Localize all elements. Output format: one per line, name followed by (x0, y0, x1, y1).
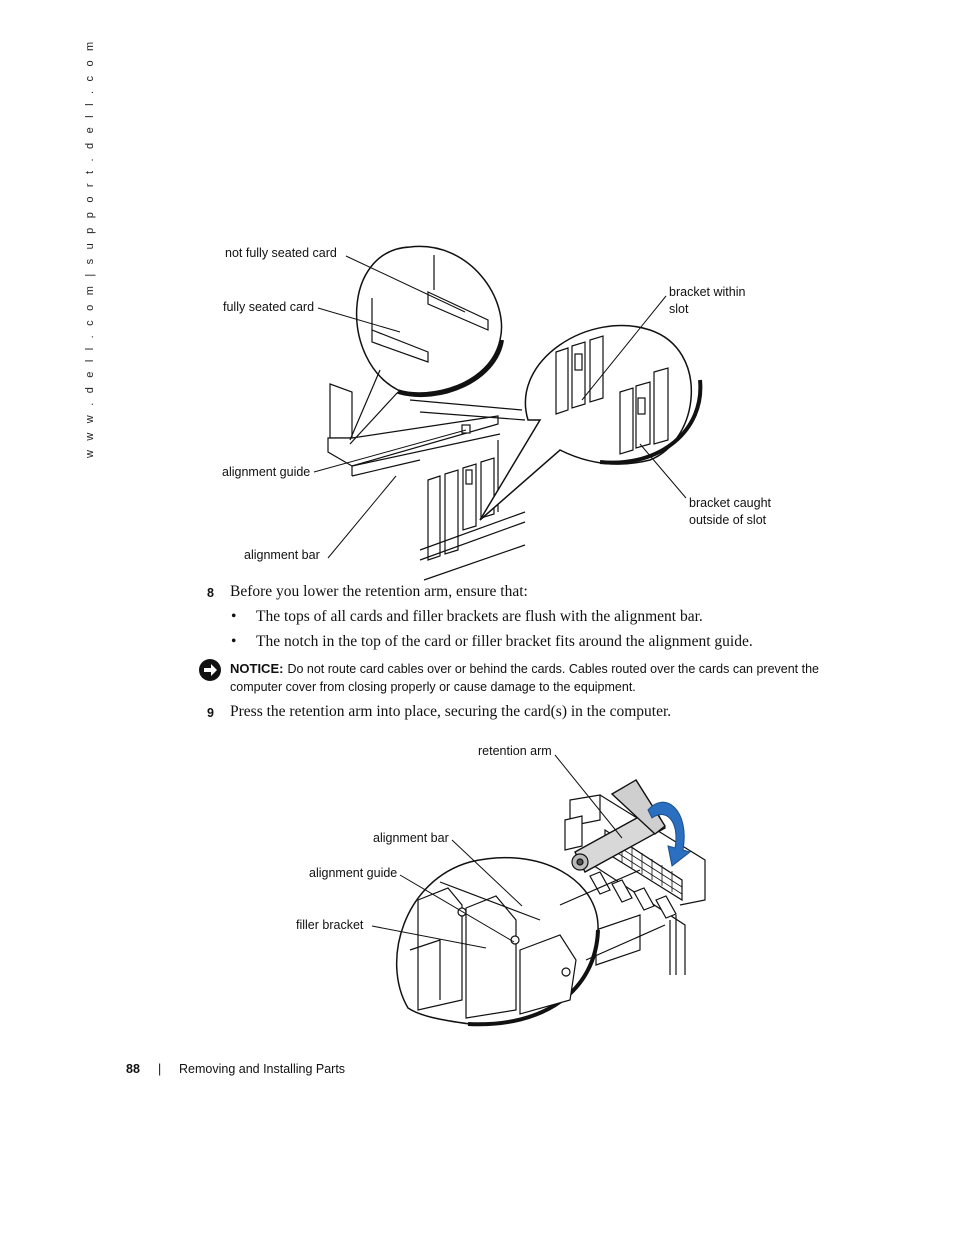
figure-retention-arm (371, 754, 706, 1027)
label-filler-bracket: filler bracket (296, 918, 364, 932)
step-number-9: 9 (207, 706, 214, 720)
step-9-text: Press the retention arm into place, secu… (230, 703, 672, 720)
notice-title: NOTICE: (230, 661, 284, 676)
label-alignment-guide: alignment guide (222, 465, 311, 479)
label-retention-arm: retention arm (478, 744, 552, 758)
label-bracket-within-slot-line2: slot (669, 302, 689, 316)
page-number: 88 (126, 1062, 140, 1076)
alignment-guide-shape (461, 424, 471, 434)
notice-text: Do not route card cables over or behind … (230, 662, 820, 694)
label-bracket-within-slot-line1: bracket within (669, 285, 746, 299)
label-alignment-bar-2: alignment bar (373, 831, 449, 845)
bullet-marker-2: • (231, 633, 237, 650)
label-bracket-caught-line1: bracket caught (689, 496, 771, 510)
rotation-arrow-icon (647, 801, 692, 867)
notice-block: NOTICE:Do not route card cables over or … (230, 660, 820, 696)
alignment-bar-shape (327, 415, 499, 467)
label-not-fully-seated-card: not fully seated card (225, 246, 337, 260)
step-8-text: Before you lower the retention arm, ensu… (230, 583, 528, 600)
magnifier-left (356, 245, 503, 394)
footer-section-title: Removing and Installing Parts (179, 1062, 346, 1076)
magnifier-right (479, 324, 693, 521)
bullet-item-1: The tops of all cards and filler bracket… (256, 608, 703, 625)
figure-card-seating (313, 245, 703, 581)
footer-separator: | (158, 1062, 162, 1076)
step-number-8: 8 (207, 586, 214, 600)
label-bracket-caught-line2: outside of slot (689, 513, 767, 527)
notice-icon (199, 659, 221, 681)
label-alignment-guide-2: alignment guide (309, 866, 398, 880)
bullet-item-2: The notch in the top of the card or fill… (256, 633, 753, 650)
slot-brackets (427, 440, 499, 561)
label-fully-seated-card: fully seated card (223, 300, 315, 314)
bullet-marker-1: • (231, 608, 237, 625)
label-alignment-bar: alignment bar (244, 548, 320, 562)
